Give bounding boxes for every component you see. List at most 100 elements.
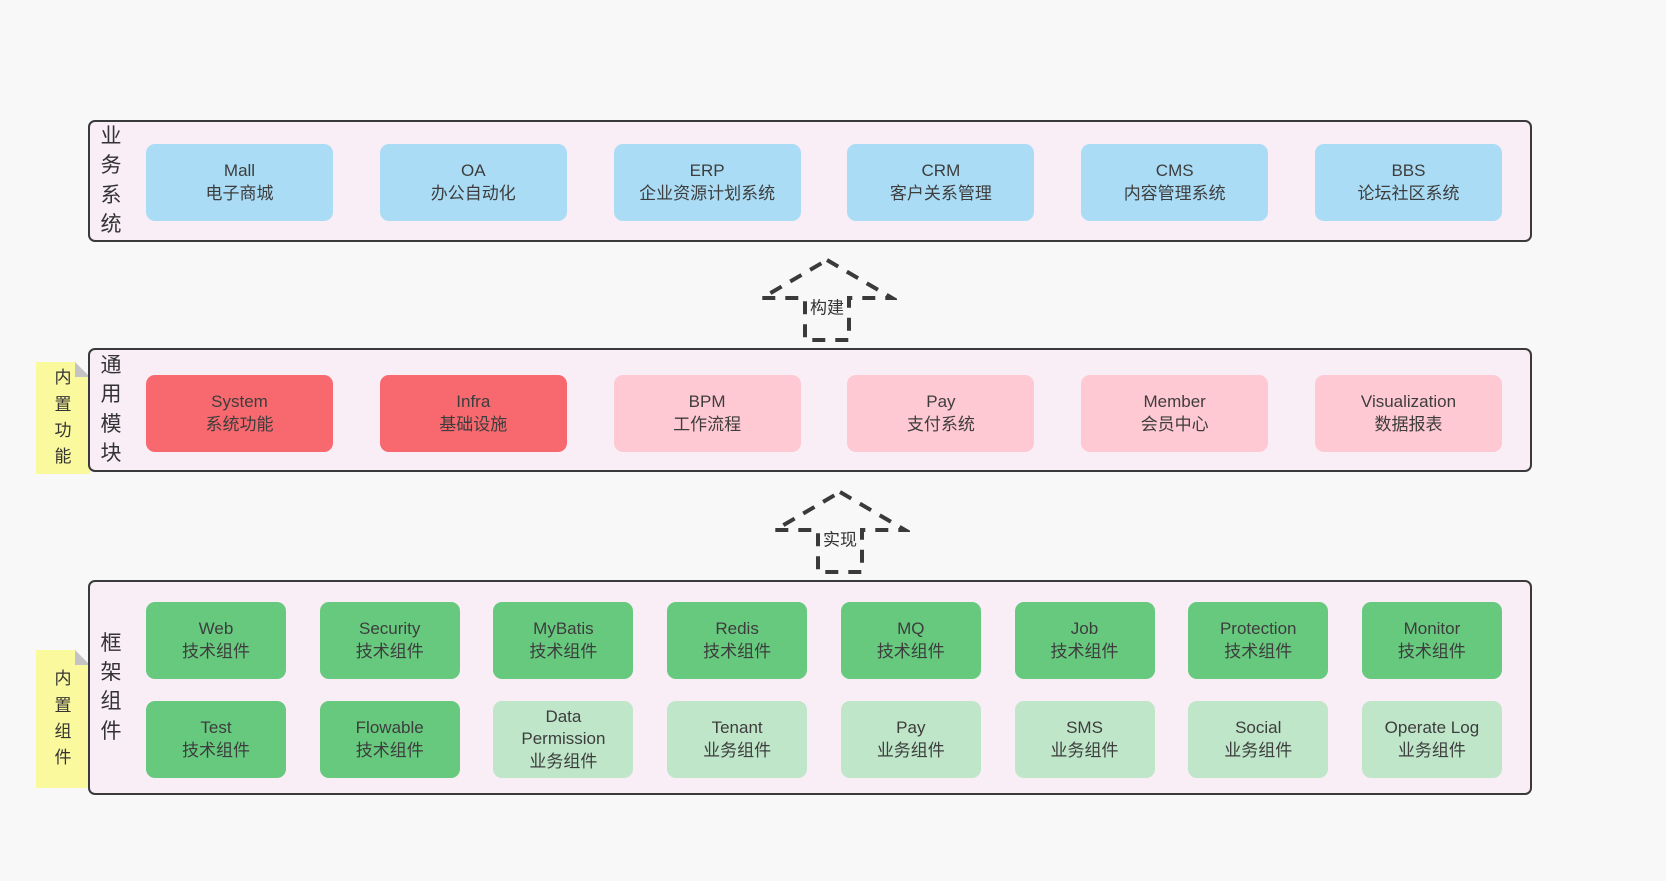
- mybatis-component-box: MyBatis 技术组件: [493, 602, 634, 679]
- box-subtitle: 业务组件: [703, 740, 772, 760]
- box-title: Protection: [1219, 619, 1297, 639]
- components-side-label: 框架组件: [100, 631, 122, 743]
- box-subtitle: 客户关系管理: [889, 183, 992, 203]
- flowable-component-box: Flowable 技术组件: [319, 701, 460, 778]
- box-title: Test: [200, 718, 232, 738]
- box-title: Web: [198, 619, 234, 639]
- test-component-box: Test 技术组件: [146, 701, 286, 778]
- box-title: Flowable: [355, 718, 424, 738]
- pay-component-box: Pay 业务组件: [840, 701, 981, 778]
- box-title: Redis: [715, 619, 759, 639]
- box-subtitle: 会员中心: [1140, 414, 1209, 434]
- box-title: Social: [1235, 718, 1282, 738]
- components-row-1: Web 技术组件 Security 技术组件 MyBatis 技术组件 Redi…: [146, 602, 1502, 679]
- box-subtitle: 技术组件: [355, 740, 424, 760]
- data-permission-component-box: Data Permission 业务组件: [493, 701, 634, 778]
- dashed-up-arrow-icon: [770, 489, 910, 574]
- box-title: Monitor: [1403, 619, 1461, 639]
- mq-component-box: MQ 技术组件: [840, 602, 981, 679]
- box-subtitle: 办公自动化: [430, 183, 516, 203]
- business-side-label: 业务系统: [100, 125, 122, 237]
- security-component-box: Security 技术组件: [319, 602, 460, 679]
- box-subtitle: 技术组件: [182, 641, 250, 661]
- modules-side-label: 通用模块: [100, 354, 122, 466]
- box-subtitle: 业务组件: [1397, 740, 1466, 760]
- tenant-component-box: Tenant 业务组件: [667, 701, 808, 778]
- box-subtitle: 技术组件: [1050, 641, 1119, 661]
- sms-component-box: SMS 业务组件: [1014, 701, 1155, 778]
- box-subtitle: 数据报表: [1374, 414, 1443, 434]
- box-subtitle: 工作流程: [673, 414, 742, 434]
- box-title: Member: [1143, 392, 1206, 412]
- components-row-2: Test 技术组件 Flowable 技术组件 Data Permission …: [146, 701, 1502, 778]
- operate-log-component-box: Operate Log 业务组件: [1361, 701, 1502, 778]
- box-title: Infra: [456, 392, 491, 412]
- box-subtitle: 技术组件: [876, 641, 945, 661]
- implement-arrow: 实现: [770, 489, 910, 575]
- social-component-box: Social 业务组件: [1188, 701, 1329, 778]
- box-title: Security: [358, 619, 421, 639]
- box-title: ERP: [689, 161, 725, 181]
- bpm-module-box: BPM 工作流程: [613, 375, 801, 452]
- box-subtitle: 技术组件: [182, 740, 250, 760]
- box-title: Mall: [223, 161, 256, 181]
- pay-module-box: Pay 支付系统: [847, 375, 1035, 452]
- box-title: BPM: [688, 392, 726, 412]
- box-subtitle: 基础设施: [439, 414, 508, 434]
- box-title: MQ: [897, 619, 925, 639]
- built-in-components-note: 内置组件: [36, 650, 90, 788]
- box-title: BBS: [1391, 161, 1426, 181]
- box-title: CRM: [921, 161, 961, 181]
- bbs-box: BBS 论坛社区系统: [1314, 144, 1502, 221]
- redis-component-box: Redis 技术组件: [667, 602, 808, 679]
- box-title: Operate Log: [1384, 718, 1480, 738]
- modules-boxes-row: System 系统功能 Infra 基础设施 BPM 工作流程 Pay 支付系统…: [146, 375, 1502, 452]
- cms-box: CMS 内容管理系统: [1081, 144, 1269, 221]
- box-subtitle: 技术组件: [703, 641, 772, 661]
- box-subtitle: 企业资源计划系统: [639, 183, 776, 203]
- job-component-box: Job 技术组件: [1014, 602, 1155, 679]
- box-subtitle: 技术组件: [1224, 641, 1293, 661]
- box-title: Pay: [896, 718, 926, 738]
- build-arrow-label: 构建: [808, 293, 846, 319]
- box-subtitle: 系统功能: [205, 414, 274, 434]
- box-title: SMS: [1066, 718, 1103, 738]
- box-title: Visualization: [1360, 392, 1457, 412]
- crm-box: CRM 客户关系管理: [847, 144, 1035, 221]
- framework-components-panel: 框架组件 Web 技术组件 Security 技术组件 MyBatis 技术组件…: [88, 580, 1532, 795]
- box-subtitle: 支付系统: [906, 414, 975, 434]
- infra-module-box: Infra 基础设施: [379, 375, 567, 452]
- built-in-features-label: 内置功能: [54, 368, 72, 467]
- box-subtitle: 内容管理系统: [1123, 183, 1226, 203]
- built-in-features-note: 内置功能: [36, 362, 90, 474]
- business-systems-panel: 业务系统 Mall 电子商城 OA 办公自动化 ERP 企业资源计划系统 CRM…: [88, 120, 1532, 242]
- monitor-component-box: Monitor 技术组件: [1361, 602, 1502, 679]
- box-title: CMS: [1155, 161, 1194, 181]
- member-module-box: Member 会员中心: [1081, 375, 1269, 452]
- implement-arrow-label: 实现: [821, 525, 859, 551]
- box-subtitle: 业务组件: [876, 740, 945, 760]
- mall-box: Mall 电子商城: [146, 144, 333, 221]
- box-title: Job: [1070, 619, 1099, 639]
- box-title: Data Permission: [521, 706, 606, 749]
- erp-box: ERP 企业资源计划系统: [613, 144, 801, 221]
- box-subtitle: 电子商城: [205, 183, 274, 203]
- visualization-module-box: Visualization 数据报表: [1314, 375, 1502, 452]
- common-modules-panel: 通用模块 System 系统功能 Infra 基础设施 BPM 工作流程 Pay…: [88, 348, 1532, 472]
- box-subtitle: 业务组件: [529, 751, 598, 771]
- box-subtitle: 技术组件: [529, 641, 598, 661]
- business-boxes-row: Mall 电子商城 OA 办公自动化 ERP 企业资源计划系统 CRM 客户关系…: [146, 144, 1502, 221]
- dashed-up-arrow-icon: [757, 257, 897, 342]
- built-in-components-label: 内置组件: [54, 669, 72, 768]
- box-subtitle: 技术组件: [1397, 641, 1466, 661]
- protection-component-box: Protection 技术组件: [1188, 602, 1329, 679]
- web-component-box: Web 技术组件: [146, 602, 286, 679]
- build-arrow: 构建: [757, 257, 897, 343]
- box-title: OA: [461, 161, 486, 181]
- box-subtitle: 业务组件: [1050, 740, 1119, 760]
- box-title: System: [211, 392, 268, 412]
- oa-box: OA 办公自动化: [379, 144, 567, 221]
- box-title: Pay: [926, 392, 956, 412]
- system-module-box: System 系统功能: [146, 375, 333, 452]
- box-title: Tenant: [711, 718, 763, 738]
